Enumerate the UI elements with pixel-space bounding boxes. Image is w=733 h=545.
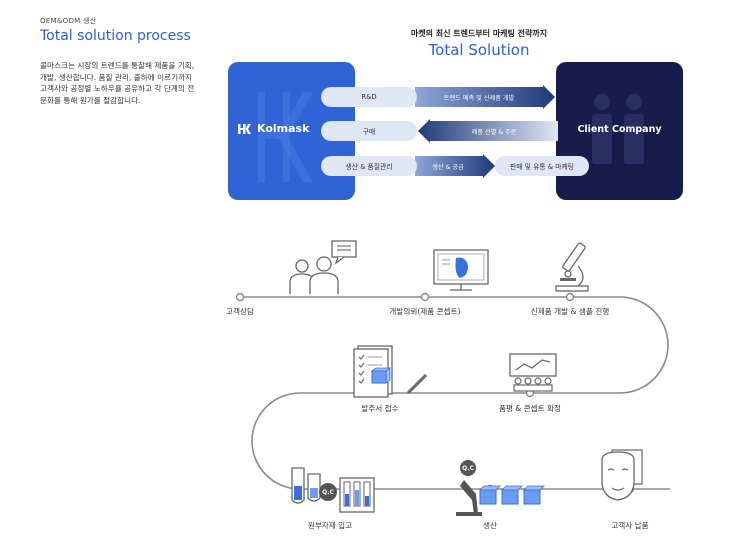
step-label-2: 개발의뢰(제품 콘셉트): [389, 307, 461, 316]
supply-arrow-label: 생산 & 공급: [432, 163, 464, 171]
solution-title: Total Solution: [428, 41, 530, 59]
microscope-icon: [555, 242, 589, 292]
rnd-pill: R&D: [321, 87, 417, 107]
step-label-4: 품평 & 콘셉트 확정: [498, 404, 562, 413]
page-description: 콜마스크는 시장의 트렌드를 통찰해 제품을 기획, 개발, 생산합니다. 품질…: [40, 61, 195, 105]
solution-subtitle: 마켓의 최신 트렌드부터 마케팅 전략까지: [410, 29, 548, 38]
supply-arrow: [415, 154, 495, 178]
eyebrow-label: OEM&ODM 생산: [40, 17, 97, 25]
step-label-8: 고객사 납품: [611, 521, 649, 530]
qc-badge-2: Q.C: [462, 465, 474, 472]
step-label-3: 신제품 개발 & 샘플 진행: [530, 307, 610, 316]
consultation-icon: [289, 240, 357, 294]
page-title: Total solution process: [40, 28, 191, 44]
sales-pill: 판매 및 유통 & 마케팅: [495, 156, 589, 176]
kolmask-watermark-icon: [258, 92, 313, 182]
monitor-mask-icon: [433, 249, 489, 291]
checklist-icon: [353, 345, 428, 398]
presentation-icon: [509, 353, 557, 392]
lab-tubes-icon: [291, 467, 375, 513]
step-label-6: 원부자재 입고: [307, 521, 353, 530]
production-pill: 생산 & 품질관리: [321, 156, 417, 176]
qc-badge-1: Q.C: [322, 489, 334, 496]
purchase-pill: 구매: [321, 121, 417, 141]
step-label-5: 발주서 접수: [361, 404, 399, 413]
purchase-arrow: [418, 119, 558, 143]
face-mask-icon: [601, 449, 643, 501]
kolmask-logo: Kolmask: [238, 122, 309, 135]
client-brand: Client Company: [577, 124, 662, 135]
people-watermark-icon: [592, 94, 644, 164]
kolmask-logo-icon: [238, 123, 251, 134]
robot-arm-icon: [456, 460, 545, 516]
client-panel: [556, 62, 683, 200]
kolmask-brand: Kolmask: [257, 122, 310, 135]
step-label-7: 생산: [483, 521, 497, 530]
rnd-arrow: [415, 85, 555, 109]
purchase-arrow-label: 제품 선별 & 주문: [471, 128, 517, 136]
rnd-arrow-label: 트렌드 예측 및 신제품 개발: [443, 94, 515, 102]
step-label-1: 고객상담: [226, 307, 254, 316]
